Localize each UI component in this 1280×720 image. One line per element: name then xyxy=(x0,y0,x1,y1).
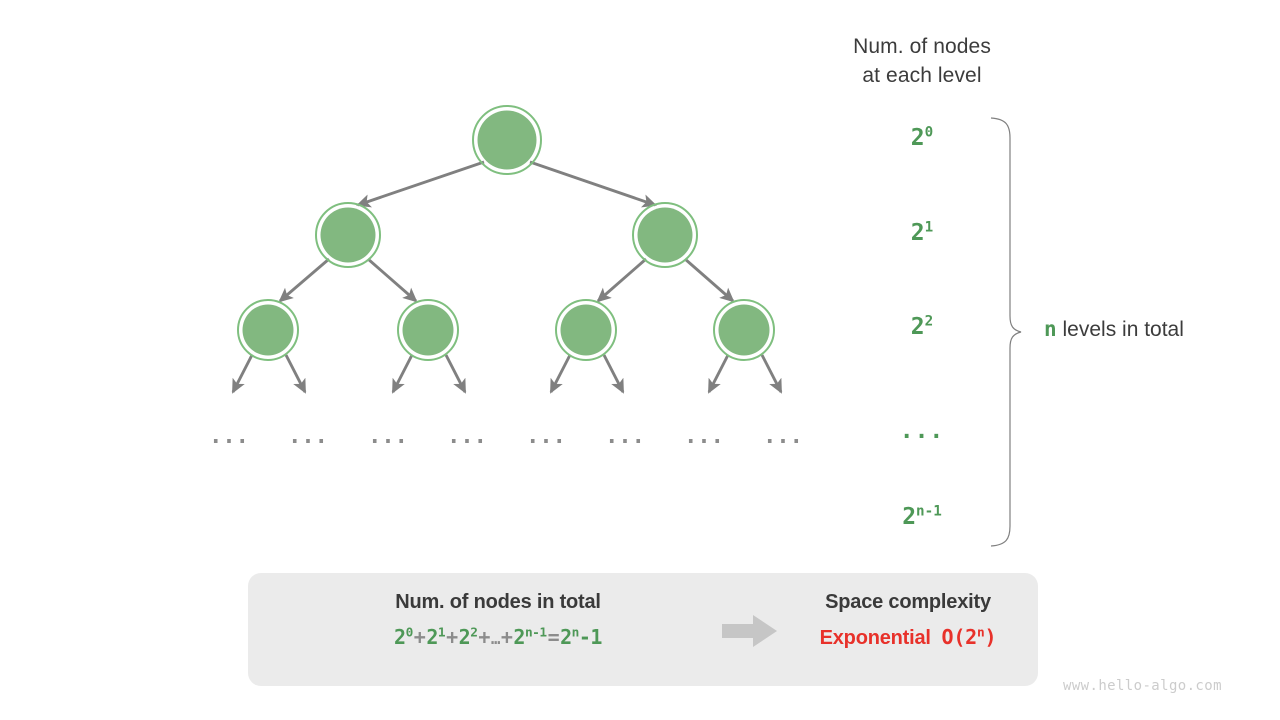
summary-right-group: Space complexity Exponential O(2n) xyxy=(788,591,1028,650)
tree-edges xyxy=(231,160,783,394)
watermark: www.hello-algo.com xyxy=(1063,678,1222,694)
space-complexity-value: Exponential O(2n) xyxy=(788,625,1028,650)
formula-plus: + xyxy=(446,625,458,649)
formula-equals: = xyxy=(547,625,560,649)
tree-node xyxy=(315,202,381,268)
ellipsis-label: ... xyxy=(288,424,328,449)
level-count-exponent: n-1 xyxy=(916,503,942,520)
formula-plus: + xyxy=(500,625,513,649)
space-complexity-title: Space complexity xyxy=(825,591,991,613)
levels-brace xyxy=(990,117,1022,547)
tree-node xyxy=(632,202,698,268)
total-nodes-formula: 20+21+22+…+2n-1=2n-1 xyxy=(394,625,603,649)
level-count-exponent: 2 xyxy=(924,313,934,330)
ellipsis-label: ... xyxy=(368,424,408,449)
binary-tree-graphic: ... ... ... ... ... ... ... ... xyxy=(209,105,803,449)
total-levels-variable: n xyxy=(1044,317,1057,341)
tree-node-root xyxy=(472,105,542,175)
level-count-base: 2 xyxy=(910,314,925,340)
level-count-label-last: 2n-1 xyxy=(862,503,982,530)
total-nodes-title: Num. of nodes in total xyxy=(395,591,601,613)
ellipsis-label: ... xyxy=(763,424,803,449)
level-count-base: 2 xyxy=(902,504,917,530)
tree-node xyxy=(237,299,299,361)
summary-panel: Num. of nodes in total 20+21+22+…+2n-1=2… xyxy=(248,573,1038,686)
formula-term: 2 xyxy=(394,625,406,649)
formula-term: 2 xyxy=(458,625,471,649)
tree-ellipsis-row: ... ... ... ... ... ... ... ... xyxy=(209,424,803,449)
level-count-label-0: 20 xyxy=(862,124,982,151)
ellipsis-label: ... xyxy=(447,424,487,449)
level-count-base: 2 xyxy=(910,125,925,151)
complexity-bigo: O(2n) xyxy=(941,625,997,649)
formula-plus: + xyxy=(478,625,490,649)
level-count-label-1: 21 xyxy=(862,219,982,246)
nodes-per-level-heading: Num. of nodes at each level xyxy=(853,35,991,87)
tree-node xyxy=(397,299,459,361)
total-levels-text: levels in total xyxy=(1062,318,1184,341)
level-count-label-ellipsis: ... xyxy=(862,420,982,443)
level-count-base: ... xyxy=(899,418,945,444)
formula-term: 2 xyxy=(426,625,438,649)
level-count-label-2: 22 xyxy=(862,313,982,340)
ellipsis-label: ... xyxy=(209,424,249,449)
tree-node xyxy=(555,299,617,361)
complexity-word: Exponential xyxy=(819,627,931,649)
tree-node xyxy=(713,299,775,361)
formula-plus: + xyxy=(413,625,426,649)
ellipsis-label: ... xyxy=(526,424,566,449)
summary-left-group: Num. of nodes in total 20+21+22+…+2n-1=2… xyxy=(258,591,738,649)
level-count-exponent: 1 xyxy=(924,219,934,236)
ellipsis-label: ... xyxy=(605,424,645,449)
level-count-exponent: 0 xyxy=(924,124,934,141)
level-count-base: 2 xyxy=(910,220,925,246)
formula-term: 2 xyxy=(513,625,525,649)
formula-ellipsis: … xyxy=(490,630,500,648)
right-block-arrow-icon xyxy=(722,615,777,647)
total-levels-label: n levels in total xyxy=(1044,316,1184,343)
ellipsis-label: ... xyxy=(684,424,724,449)
formula-result: 2 xyxy=(560,625,572,649)
formula-result-suffix: -1 xyxy=(578,625,603,649)
tree-nodes xyxy=(237,105,775,361)
